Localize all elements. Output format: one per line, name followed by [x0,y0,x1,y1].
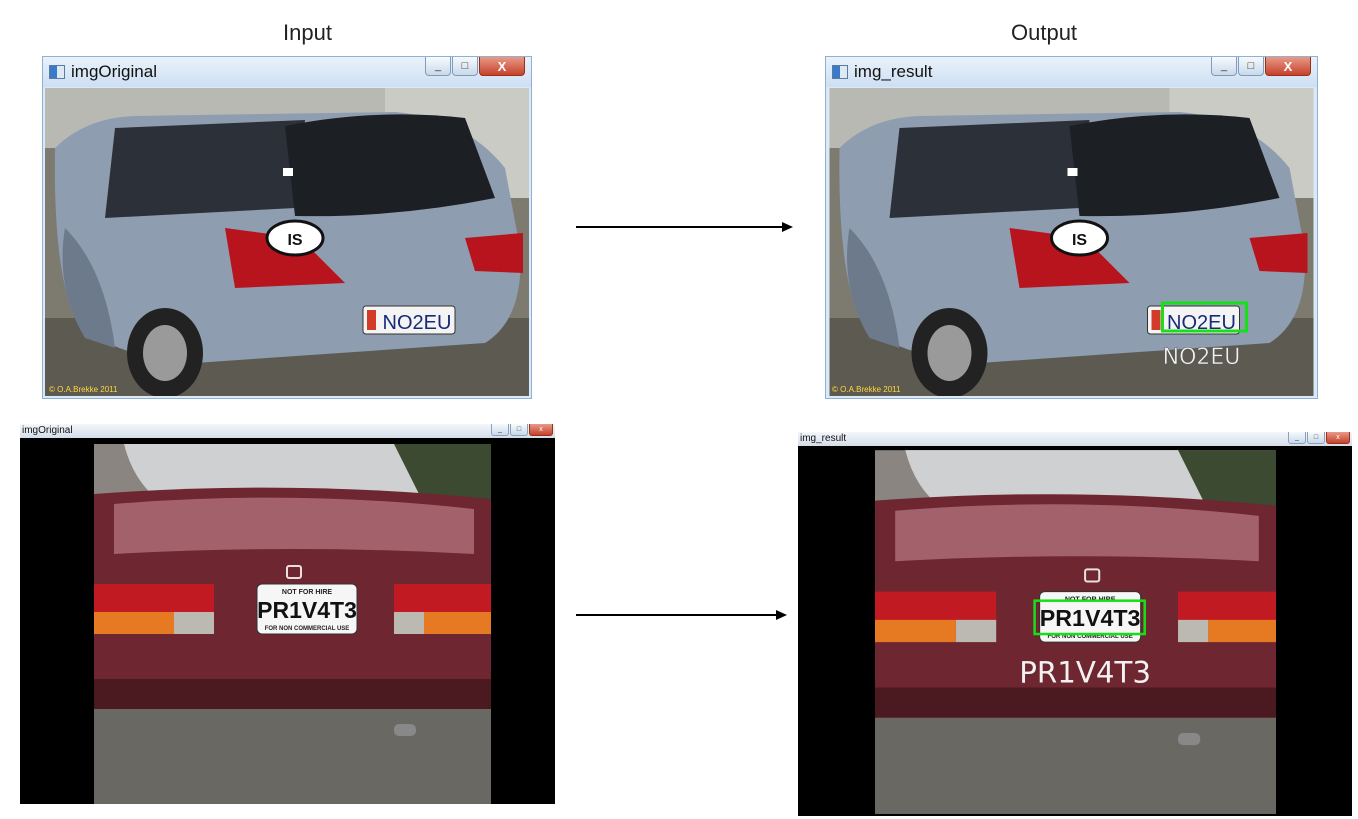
car-image-sedan: NOT FOR HIRE PR1V4T3 FOR NON COMMERCIAL … [94,444,491,804]
license-plate-text: PR1V4T3 [1040,605,1141,631]
plate-bottom-text: FOR NON COMMERCIAL USE [1048,634,1133,640]
img-original-window-2: imgOriginal _ □ x NOT FOR HIRE PR1V4T [20,424,555,804]
wagon-photo-svg: IS NO2EU [45,88,529,396]
recognized-plate-text: PR1V4T3 [1019,656,1151,690]
window-title: img_result [800,433,847,444]
img-original-window-1: imgOriginal _ □ X IS NO2EU © [42,56,532,399]
copyright-text: © O.A.Brekke 2011 [832,385,901,394]
copyright-text: © O.A.Brekke 2011 [49,385,118,394]
license-plate-text: NO2EU [383,312,452,334]
input-heading: Input [283,20,332,45]
close-button[interactable]: x [529,424,553,436]
window-title: imgOriginal [71,62,157,81]
maximize-button[interactable]: □ [510,424,528,436]
img-result-window-1: img_result _ □ X IS NO2EU [825,56,1318,399]
window-title: img_result [854,62,933,81]
close-button[interactable]: X [1265,57,1311,76]
minimize-button[interactable]: _ [1211,57,1237,76]
minimize-button[interactable]: _ [1288,432,1306,444]
minimize-button[interactable]: _ [425,57,451,76]
minimize-button[interactable]: _ [491,424,509,436]
img-result-window-2: img_result _ □ x NOT FOR HIRE PR1V4T3 [798,432,1352,816]
car-image-sedan-result: NOT FOR HIRE PR1V4T3 FOR NON COMMERCIAL … [875,448,1276,816]
window-titlebar[interactable]: img_result _ □ x [798,432,1352,446]
car-image-wagon: IS NO2EU © O.A.Brekke 2011 [45,88,529,396]
maximize-button[interactable]: □ [1238,57,1264,76]
car-image-wagon-result: IS NO2EU NO2EU © O.A.Brekke 2011 [828,88,1315,396]
window-titlebar[interactable]: imgOriginal _ □ x [20,424,555,438]
arrow-icon [576,222,793,232]
close-button[interactable]: x [1326,432,1350,444]
license-plate-text: NO2EU [1167,312,1236,334]
maximize-button[interactable]: □ [452,57,478,76]
plate-top-text: NOT FOR HIRE [282,589,332,596]
license-plate-text: PR1V4T3 [257,597,357,623]
detection-box [1033,599,1146,636]
recognized-plate-text: NO2EU [1163,345,1241,370]
window-titlebar[interactable]: img_result _ □ X [826,57,1317,87]
close-button[interactable]: X [479,57,525,76]
arrow-icon [576,610,787,620]
app-icon [49,65,65,79]
sedan-result-photo-svg: NOT FOR HIRE PR1V4T3 FOR NON COMMERCIAL … [875,450,1276,814]
maximize-button[interactable]: □ [1307,432,1325,444]
sticker-text: IS [1072,232,1087,249]
app-icon [832,65,848,79]
output-heading: Output [1011,20,1078,45]
window-titlebar[interactable]: imgOriginal _ □ X [43,57,531,87]
window-title: imgOriginal [22,425,73,436]
wagon-result-photo-svg: IS NO2EU NO2EU [829,88,1314,396]
detection-box [1161,301,1248,333]
sticker-text: IS [287,232,302,249]
sedan-photo-svg: NOT FOR HIRE PR1V4T3 FOR NON COMMERCIAL … [94,444,491,804]
plate-bottom-text: FOR NON COMMERCIAL USE [265,626,350,632]
